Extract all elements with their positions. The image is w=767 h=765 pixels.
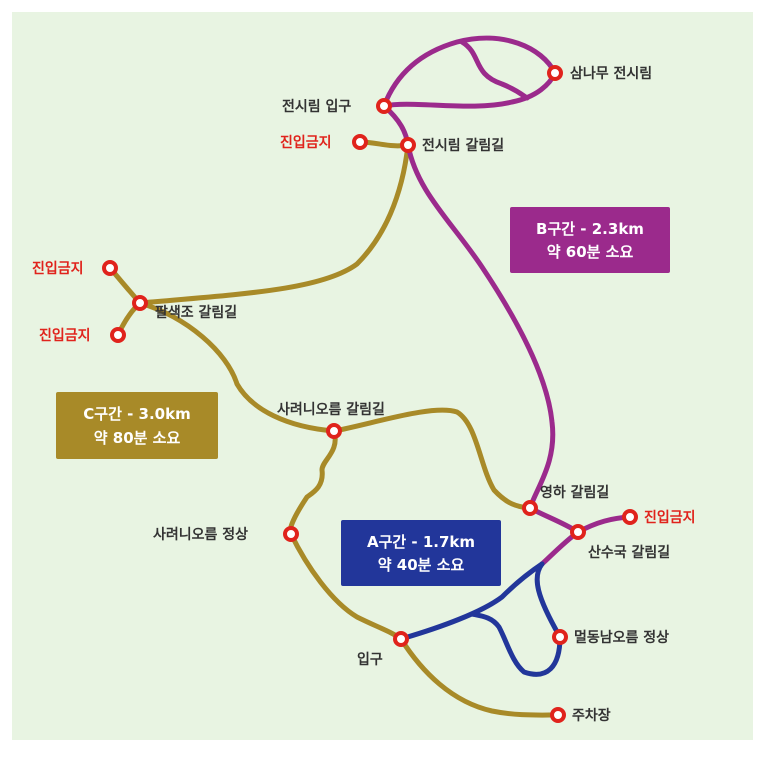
node-entrance[interactable] — [393, 631, 409, 647]
node-parking[interactable] — [550, 707, 566, 723]
course-a-box-line1: A구간 - 1.7km — [367, 533, 475, 551]
node-no-entry-left2[interactable] — [110, 327, 126, 343]
label-samnamu: 삼나무 전시림 — [570, 65, 652, 82]
course-c-to-entrance — [288, 531, 404, 642]
course-c-box: C구간 - 3.0km 약 80분 소요 — [56, 392, 218, 459]
course-b-box-line2: 약 60분 소요 — [547, 243, 634, 261]
course-a-route — [398, 561, 563, 677]
label-entrance: 입구 — [357, 652, 383, 668]
course-c-trail-south — [287, 428, 338, 537]
course-b-to-sansuguk — [527, 505, 581, 535]
node-samnamu[interactable] — [547, 65, 563, 81]
course-b-box: B구간 - 2.3km 약 60분 소요 — [510, 207, 670, 273]
label-exhibit-junction: 전시림 갈림길 — [422, 137, 504, 154]
trail-map-canvas: 삼나무 전시림 전시림 입구 진입금지 전시림 갈림길 진입금지 팔색조 갈림길… — [32, 35, 696, 724]
node-no-entry-left1[interactable] — [102, 260, 118, 276]
node-sansuguk-junction[interactable] — [570, 524, 586, 540]
label-exhibit-entrance: 전시림 입구 — [282, 98, 351, 115]
node-no-entry-top[interactable] — [352, 134, 368, 150]
node-no-entry-right[interactable] — [622, 509, 638, 525]
label-sansuguk-junction: 산수국 갈림길 — [588, 544, 670, 561]
course-b-descent — [405, 142, 556, 511]
label-saryeoni-junction: 사려니오름 갈림길 — [277, 401, 385, 418]
label-meoldongnam-summit: 멀동남오름 정상 — [574, 629, 669, 646]
course-a-box-bg — [341, 520, 501, 586]
node-saryeoni-summit[interactable] — [283, 526, 299, 542]
trail-nodes — [102, 65, 638, 723]
place-labels: 삼나무 전시림 전시림 입구 진입금지 전시림 갈림길 진입금지 팔색조 갈림길… — [32, 65, 696, 724]
course-b-no-entry-spur — [575, 514, 633, 535]
course-a-main — [398, 561, 545, 642]
course-c-trail-north — [137, 142, 411, 306]
course-a-box: A구간 - 1.7km 약 40분 소요 — [341, 520, 501, 586]
course-c-box-bg — [56, 392, 218, 459]
label-no-entry-left2: 진입금지 — [39, 327, 91, 344]
course-c-box-line1: C구간 - 3.0km — [83, 405, 190, 423]
label-saryeoni-summit: 사려니오름 정상 — [153, 526, 248, 543]
course-c-to-parking — [398, 636, 561, 718]
course-b-loop-lower — [381, 70, 558, 109]
course-b-loop-inner — [459, 39, 530, 101]
node-yeongha-junction[interactable] — [522, 500, 538, 516]
course-c-route — [107, 139, 561, 718]
node-exhibit-junction[interactable] — [400, 137, 416, 153]
label-no-entry-top: 진입금지 — [280, 134, 332, 151]
node-palsaekjo-junction[interactable] — [132, 295, 148, 311]
node-exhibit-entrance[interactable] — [376, 98, 392, 114]
label-no-entry-right: 진입금지 — [644, 509, 696, 526]
course-c-trail-west — [137, 300, 337, 434]
course-b-loop-outer — [381, 35, 558, 109]
node-meoldongnam-summit[interactable] — [552, 629, 568, 645]
label-yeongha-junction: 영하 갈림길 — [540, 484, 609, 501]
course-a-box-line2: 약 40분 소요 — [378, 556, 465, 574]
course-a-loop-east — [534, 561, 563, 640]
label-no-entry-left1: 진입금지 — [32, 260, 84, 277]
course-b-box-line1: B구간 - 2.3km — [536, 220, 644, 238]
course-c-box-line2: 약 80분 소요 — [94, 429, 181, 447]
label-palsaekjo-junction: 팔색조 갈림길 — [155, 304, 237, 321]
course-c-trail-east — [331, 407, 533, 511]
course-a-loop-south — [469, 611, 563, 677]
label-parking: 주차장 — [572, 707, 611, 724]
course-b-box-bg — [510, 207, 670, 273]
node-saryeoni-junction[interactable] — [326, 423, 342, 439]
trail-map: 삼나무 전시림 전시림 입구 진입금지 전시림 갈림길 진입금지 팔색조 갈림길… — [12, 12, 753, 740]
